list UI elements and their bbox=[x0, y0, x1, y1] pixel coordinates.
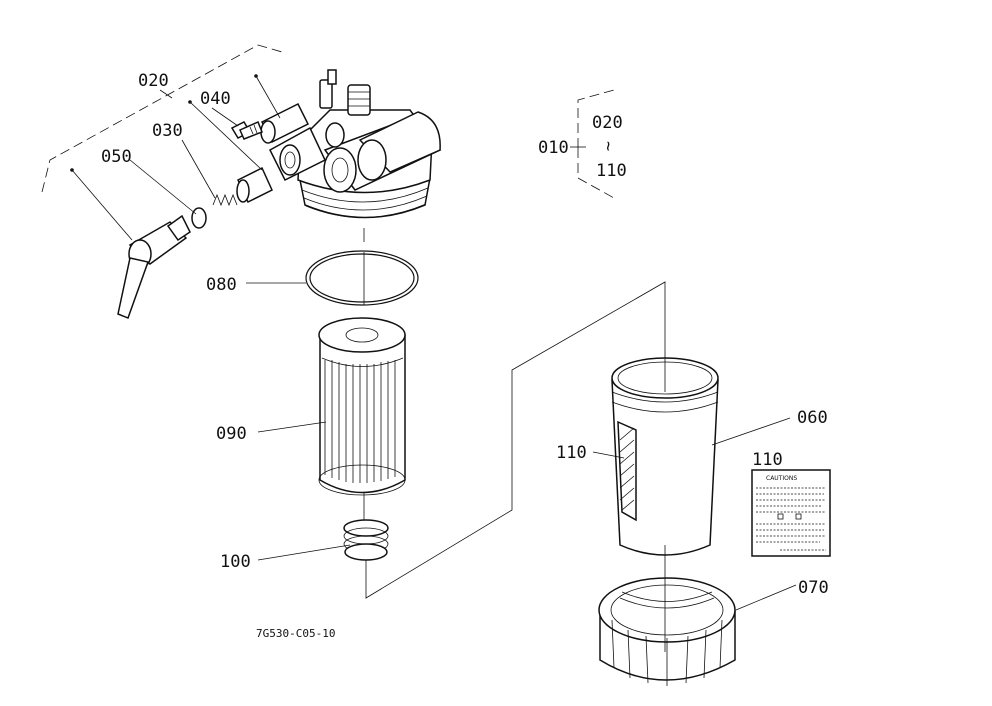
o-ring-080 bbox=[305, 250, 419, 306]
assembly-bracket-020 bbox=[41, 44, 615, 199]
drain-valve bbox=[117, 214, 191, 319]
filter-element-090 bbox=[318, 317, 406, 496]
label-080: 080 bbox=[206, 275, 237, 295]
part-labels: 020 040 030 050 080 090 100 110 060 110 … bbox=[101, 71, 829, 598]
label-030: 030 bbox=[152, 121, 183, 141]
drawing-code: 7G530-C05-10 bbox=[256, 627, 335, 640]
assembly-tilde: ~ bbox=[598, 141, 618, 151]
spring-100 bbox=[343, 519, 389, 561]
label-110-caution: 110 bbox=[752, 450, 783, 470]
label-040: 040 bbox=[200, 89, 231, 109]
filter-head bbox=[260, 69, 442, 219]
label-090: 090 bbox=[216, 424, 247, 444]
label-020: 020 bbox=[138, 71, 169, 91]
assembly-main-label: 010 bbox=[538, 138, 569, 158]
axis-lines bbox=[363, 228, 666, 652]
label-100: 100 bbox=[220, 552, 251, 572]
assembly-from-label: 020 bbox=[592, 113, 623, 133]
label-060: 060 bbox=[797, 408, 828, 428]
label-070: 070 bbox=[798, 578, 829, 598]
assembly-to-label: 110 bbox=[596, 161, 627, 181]
caution-label-title: CAUTIONS bbox=[766, 475, 797, 482]
o-ring-050 bbox=[191, 207, 207, 229]
label-110-bowl: 110 bbox=[556, 443, 587, 463]
label-050: 050 bbox=[101, 147, 132, 167]
leader-lines bbox=[70, 74, 797, 611]
bolt-040 bbox=[230, 120, 263, 140]
assembly-reference: 010 020 ~ 110 bbox=[538, 113, 627, 181]
caution-label: CAUTIONS bbox=[751, 469, 831, 557]
spacer-030 bbox=[212, 166, 273, 207]
retaining-ring-070 bbox=[598, 577, 736, 686]
